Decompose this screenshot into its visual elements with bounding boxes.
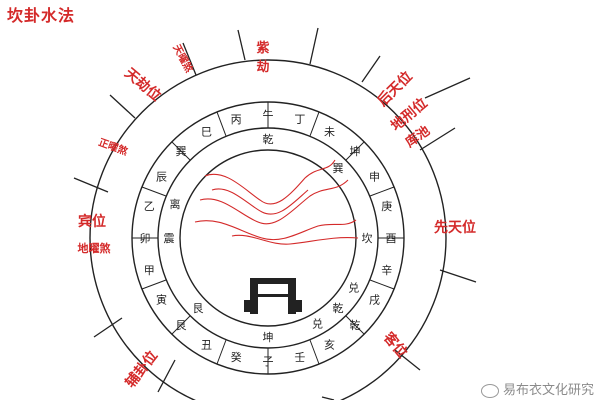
trigram-label: 巽 — [333, 162, 344, 175]
mountain-label: 甲 — [144, 264, 155, 277]
outer-ring — [89, 59, 447, 400]
mountain-label: 丑 — [201, 339, 212, 352]
river-2 — [199, 179, 349, 225]
trigram-label: 坎 — [362, 232, 373, 245]
wechat-icon — [480, 383, 499, 398]
mountain-label: 酉 — [386, 232, 397, 245]
watermark: 易布衣文化研究 — [480, 379, 594, 398]
annotation-tianjie: 天劫位 — [121, 65, 164, 105]
mountain-label: 卯 — [140, 232, 151, 245]
mountain-label: 艮 — [176, 319, 187, 332]
mountain-label: 未 — [324, 125, 335, 138]
river-lines — [194, 159, 359, 245]
river-5 — [231, 234, 359, 245]
river-3 — [194, 219, 357, 241]
ring-dividers — [132, 102, 404, 374]
mountain-label: 戌 — [369, 294, 380, 307]
mountain-label: 子 — [263, 355, 274, 368]
mountain-label: 丙 — [231, 113, 242, 126]
annotation-fuguawei: 辅卦位 — [122, 347, 161, 391]
mountain-label: 坤 — [349, 144, 360, 158]
watermark-text: 易布衣文化研究 — [502, 383, 594, 398]
annotation-binwei: 宾位 — [78, 213, 106, 230]
center-circle — [179, 149, 357, 327]
mountain-label: 巽 — [176, 145, 187, 158]
mountain-label: 丁 — [294, 113, 305, 126]
mountain-label: 巳 — [201, 125, 212, 138]
trigram-label: 乾 — [333, 302, 344, 315]
river-4 — [211, 188, 309, 215]
trigram-label: 兑 — [348, 281, 359, 295]
mountain-label: 癸 — [231, 350, 242, 364]
mountain-label: 申 — [369, 171, 380, 184]
annotation-diyaosha: 地曜煞 — [78, 241, 112, 255]
mountain-label: 乙 — [144, 200, 155, 213]
mountain-label: 午 — [263, 109, 274, 122]
annotation-kewei: 客位 — [379, 328, 411, 361]
river-1 — [204, 159, 336, 205]
spokes — [73, 27, 477, 400]
house-symbol — [244, 278, 302, 314]
mountain-label: 庚 — [381, 199, 392, 213]
trigram-label: 离 — [169, 197, 180, 211]
annotation-zhengyaosha: 正曜煞 — [97, 135, 131, 158]
diagram-title: 坎卦水法 — [7, 6, 76, 25]
trigram-label: 兑 — [312, 317, 323, 331]
annotation-zihui: 紫劫 — [256, 40, 269, 75]
trigram-label: 坤 — [263, 330, 274, 344]
annotation-tianmaosha: 天曜煞 — [170, 42, 196, 75]
mountain-label: 寅 — [156, 293, 167, 307]
trigram-label: 乾 — [263, 133, 274, 146]
trigram-label: 艮 — [192, 302, 203, 315]
mountain-label: 亥 — [324, 338, 335, 352]
trigram-label: 震 — [164, 232, 175, 245]
mountain-label: 乾 — [349, 319, 360, 332]
mountain-label: 辰 — [156, 171, 167, 184]
annotation-xiantianwei: 先天位 — [434, 219, 476, 236]
mountain-label: 壬 — [294, 351, 305, 364]
mountain-label: 辛 — [381, 263, 392, 277]
